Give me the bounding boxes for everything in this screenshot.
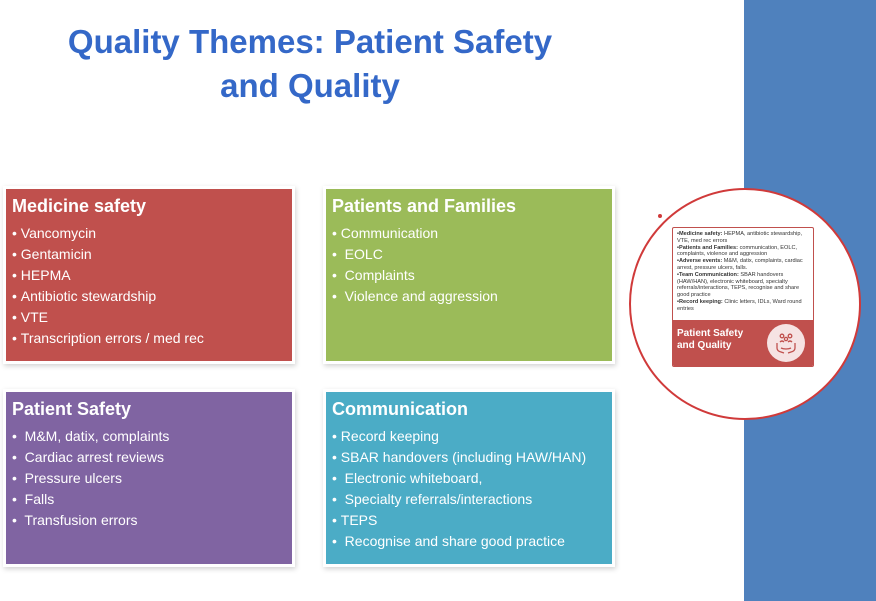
list-item: Specialty referrals/interactions: [332, 489, 612, 510]
thumbnail-line-label: •Record keeping:: [677, 298, 723, 305]
card-list: Record keeping SBAR handovers (including…: [332, 426, 612, 552]
title-line-1: Quality Themes: Patient Safety: [67, 23, 553, 60]
list-item: Electronic whiteboard,: [332, 468, 612, 489]
thumbnail-line-text: M&M, datix, complaints, cardiac arrest, …: [677, 258, 803, 271]
card-list: Communication EOLC Complaints Violence a…: [332, 223, 612, 307]
list-item: Transcription errors / med rec: [12, 328, 292, 349]
thumbnail-line-label: •Team Communication:: [677, 271, 739, 278]
list-item: Violence and aggression: [332, 286, 612, 307]
list-item: Transfusion errors: [12, 510, 292, 531]
list-item: HEPMA: [12, 265, 292, 286]
thumbnail-line: •Record keeping: Clinic letters, IDLs, W…: [677, 299, 810, 313]
list-item: Communication: [332, 223, 612, 244]
card-heading: Patient Safety: [12, 399, 132, 419]
list-item: Falls: [12, 489, 292, 510]
thumbnail-text: •Medicine safety: HEPMA, antibiotic stew…: [673, 228, 813, 313]
thumbnail-line-label: •Patients and Families:: [677, 244, 739, 251]
list-item: Cardiac arrest reviews: [12, 447, 292, 468]
page-title: Quality Themes: Patient Safety and Quali…: [40, 20, 580, 108]
card-list: M&M, datix, complaints Cardiac arrest re…: [12, 426, 292, 531]
connector-dot: [658, 214, 662, 218]
thumbnail-footer-line-1: Patient Safety: [677, 328, 744, 339]
thumbnail-line: •Medicine safety: HEPMA, antibiotic stew…: [677, 231, 810, 245]
thumbnail-circle: •Medicine safety: HEPMA, antibiotic stew…: [629, 188, 861, 420]
medicine-safety-card: Medicine safety Vancomycin Gentamicin HE…: [6, 189, 292, 361]
thumbnail-line-text: SBAR handovers (HAW/HAN), electronic whi…: [677, 271, 800, 299]
list-item: Record keeping: [332, 426, 612, 447]
thumbnail-line-text: communication, EOLC, complaints, violenc…: [677, 244, 798, 258]
thumbnail-line-label: •Medicine safety:: [677, 231, 723, 237]
list-item: Vancomycin: [12, 223, 292, 244]
thumbnail-footer: Patient Safety and Quality: [673, 320, 813, 366]
hands-holding-people-icon: [767, 324, 805, 362]
list-item: Pressure ulcers: [12, 468, 292, 489]
thumbnail-footer-title: Patient Safety and Quality: [677, 328, 743, 352]
thumbnail-line-label: •Adverse events:: [677, 258, 723, 265]
thumbnail-line: •Patients and Families: communication, E…: [677, 245, 810, 259]
list-item: Recognise and share good practice: [332, 531, 612, 552]
list-item: SBAR handovers (including HAW/HAN): [332, 447, 612, 468]
thumbnail-line-text: Clinic letters, IDLs, Ward round entries: [677, 298, 802, 312]
thumbnail-line: •Team Communication: SBAR handovers (HAW…: [677, 272, 810, 299]
patient-safety-card: Patient Safety M&M, datix, complaints Ca…: [6, 392, 292, 564]
communication-card: Communication Record keeping SBAR handov…: [326, 392, 612, 564]
list-item: M&M, datix, complaints: [12, 426, 292, 447]
title-line-2: and Quality: [220, 67, 400, 104]
list-item: EOLC: [332, 244, 612, 265]
thumbnail-line-text: HEPMA, antibiotic stewardship, VTE, med …: [677, 231, 803, 244]
thumbnail-footer-line-2: and Quality: [677, 340, 732, 351]
card-heading: Communication: [332, 399, 469, 419]
list-item: TEPS: [332, 510, 612, 531]
thumbnail-line: •Adverse events: M&M, datix, complaints,…: [677, 258, 810, 272]
thumbnail-card: •Medicine safety: HEPMA, antibiotic stew…: [672, 227, 814, 367]
list-item: Gentamicin: [12, 244, 292, 265]
card-list: Vancomycin Gentamicin HEPMA Antibiotic s…: [12, 223, 292, 349]
list-item: Complaints: [332, 265, 612, 286]
card-heading: Patients and Families: [332, 196, 517, 216]
list-item: VTE: [12, 307, 292, 328]
patients-families-card: Patients and Families Communication EOLC…: [326, 189, 612, 361]
list-item: Antibiotic stewardship: [12, 286, 292, 307]
card-heading: Medicine safety: [12, 196, 147, 216]
